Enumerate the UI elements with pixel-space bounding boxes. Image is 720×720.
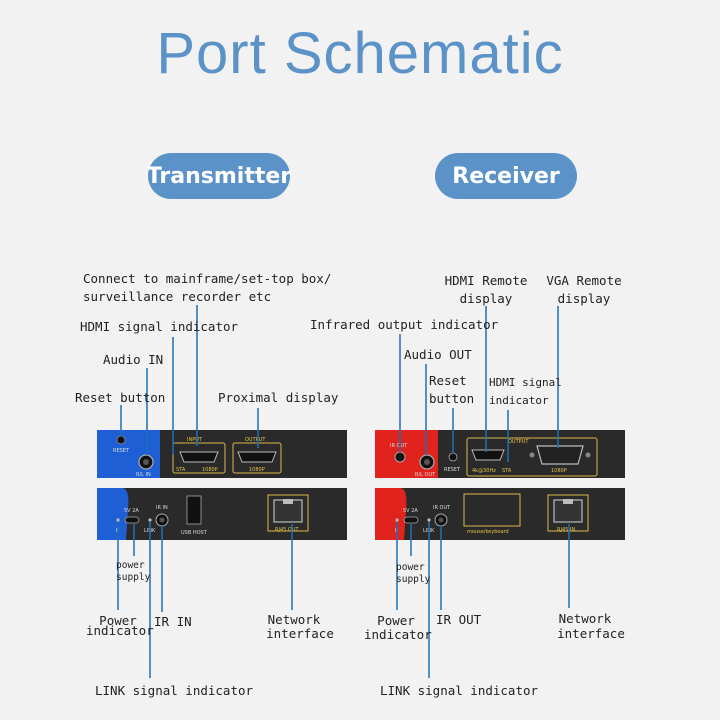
tx-reset-button	[116, 435, 126, 445]
tx-front-panel: RESET R/L IN INPUT STA 1080P OUTPUT 1080…	[97, 430, 347, 478]
rx-dev-rlout-text: R/L OUT	[415, 472, 436, 478]
tx-label-proximal: Proximal display	[218, 390, 339, 405]
tx-label-power-supply-2: supply	[116, 572, 151, 583]
transmitter-heading-text: Transmitter	[146, 163, 292, 189]
rx-dev-irout2-text: IR OUT	[433, 505, 451, 511]
tx-input-hdmi-port	[179, 451, 219, 463]
tx-label-reset: Reset button	[75, 390, 166, 405]
tx-dev-reset-text: RESET	[113, 448, 130, 454]
transmitter-heading: Transmitter	[146, 153, 292, 199]
rx-dev-irout-text: IR OUT	[390, 443, 408, 449]
rx-label-vga-remote-1: VGA Remote	[546, 273, 622, 288]
rx-front-red-section	[375, 430, 438, 478]
rx-power-led	[395, 518, 399, 522]
rx-rj45-latch	[563, 499, 573, 504]
rx-dev-hdmires-text: 4k@30Hz	[472, 468, 496, 474]
tx-power-port	[124, 516, 140, 524]
rx-vga-screw-left	[529, 452, 535, 458]
rx-label-hdmi-signal-2: indicator	[489, 394, 549, 407]
rx-dev-vgares-text: 1080P	[551, 468, 567, 474]
tx-dev-sta-text: STA	[176, 467, 186, 473]
tx-dev-res1-text: 1080P	[202, 467, 218, 473]
tx-label-ir-in: IR IN	[154, 614, 192, 629]
rx-dev-rj45-text: RJ45 IN	[557, 527, 575, 533]
tx-label-network-1: Network	[267, 612, 321, 627]
tx-label-power-supply-1: power	[116, 560, 145, 571]
rx-dev-power-text: 5V 2A	[403, 508, 418, 514]
tx-link-led	[148, 518, 152, 522]
receiver-heading: Receiver	[435, 153, 577, 199]
rx-power-port	[403, 516, 419, 524]
rx-label-ir-output: Infrared output indicator	[310, 317, 499, 332]
rx-label-ir-out: IR OUT	[436, 612, 482, 627]
tx-label-hdmi-signal: HDMI signal indicator	[80, 319, 239, 334]
rx-vga-screw-right	[585, 452, 591, 458]
rx-label-power-supply-1: power	[396, 562, 425, 573]
tx-rj45-frame	[267, 494, 309, 532]
rx-ir-out-hole	[438, 517, 444, 523]
tx-usb-port	[186, 495, 202, 525]
rx-front-panel: IR OUT R/L OUT RESET OUTPUT 4k@30Hz STA …	[375, 430, 625, 478]
leader-lines	[117, 305, 570, 678]
tx-label-power-ind-1: Power	[99, 613, 137, 628]
tx-audio-jack-hole	[143, 459, 149, 465]
tx-power-led	[116, 518, 120, 522]
tx-dev-usb-text: USB HOST	[181, 530, 208, 536]
tx-output-frame	[232, 442, 282, 474]
rx-label-network-2: interface	[557, 626, 625, 641]
tx-dev-output-text: OUTPUT	[245, 437, 266, 443]
tx-label-link: LINK signal indicator	[95, 683, 254, 698]
tx-back-blue-section	[97, 488, 129, 540]
tx-label-power-ind-2: indicator	[86, 623, 154, 638]
rx-label-power-ind-1: Power	[377, 613, 415, 628]
rx-usb-frame	[463, 493, 521, 527]
tx-front-blue-section	[97, 430, 160, 478]
tx-ir-in-hole	[159, 517, 165, 523]
tx-label-network-2: interface	[266, 626, 334, 641]
tx-output-hdmi-port	[237, 451, 277, 463]
tx-input-frame	[172, 442, 226, 474]
rx-label-reset-1: Reset	[429, 373, 467, 388]
tx-label-audio-in: Audio IN	[103, 352, 164, 367]
rx-output-frame	[466, 437, 598, 477]
tx-rj45-latch	[283, 499, 293, 504]
tx-label-connect: Connect to mainframe/set-top box/	[83, 271, 332, 286]
rx-label-link: LINK signal indicator	[380, 683, 539, 698]
rx-label-hdmi-remote-1: HDMI Remote	[444, 273, 528, 288]
rx-audio-jack-hole	[424, 459, 430, 465]
rx-label-power-supply-2: supply	[396, 574, 431, 585]
rx-vga-port	[536, 445, 584, 465]
rx-dev-output-text: OUTPUT	[508, 439, 529, 445]
tx-dev-power-text: 5V 2A	[124, 508, 139, 514]
rx-dev-sta-text: STA	[502, 468, 512, 474]
tx-dev-rj45-text: RJ45 OUT	[275, 527, 299, 533]
rx-dev-reset-text: RESET	[444, 467, 461, 473]
rx-label-hdmi-remote-2: display	[459, 291, 513, 306]
receiver-heading-text: Receiver	[452, 163, 560, 189]
tx-dev-rlin-text: R/L IN	[136, 472, 151, 478]
rx-hdmi-port	[471, 449, 505, 461]
rx-link-led	[427, 518, 431, 522]
rx-label-network-1: Network	[558, 611, 612, 626]
rx-ir-led	[394, 451, 406, 463]
rx-rj45-frame	[547, 494, 589, 532]
tx-dev-input-text: INPUT	[187, 437, 203, 443]
tx-dev-res2-text: 1080P	[249, 467, 265, 473]
rx-label-reset-2: button	[429, 391, 475, 406]
rx-reset-button	[448, 452, 458, 462]
page-title: Port Schematic	[156, 21, 564, 86]
rx-label-power-ind-2: indicator	[364, 627, 432, 642]
tx-back-panel: P 5V 2A LINK IR IN USB HOST RJ45 OUT	[97, 488, 347, 540]
rx-label-vga-remote-2: display	[557, 291, 611, 306]
rx-dev-mouse-text: mouse/keyboard	[467, 529, 509, 535]
rx-back-red-section	[375, 488, 407, 540]
tx-label-connect-2: surveillance recorder etc	[83, 289, 272, 304]
rx-label-audio-out: Audio OUT	[404, 347, 472, 362]
tx-dev-irin-text: IR IN	[156, 505, 168, 511]
rx-back-panel: P 5V 2A LINK IR OUT mouse/keyboard RJ45 …	[375, 488, 625, 540]
rx-label-hdmi-signal-1: HDMI signal	[489, 376, 562, 389]
